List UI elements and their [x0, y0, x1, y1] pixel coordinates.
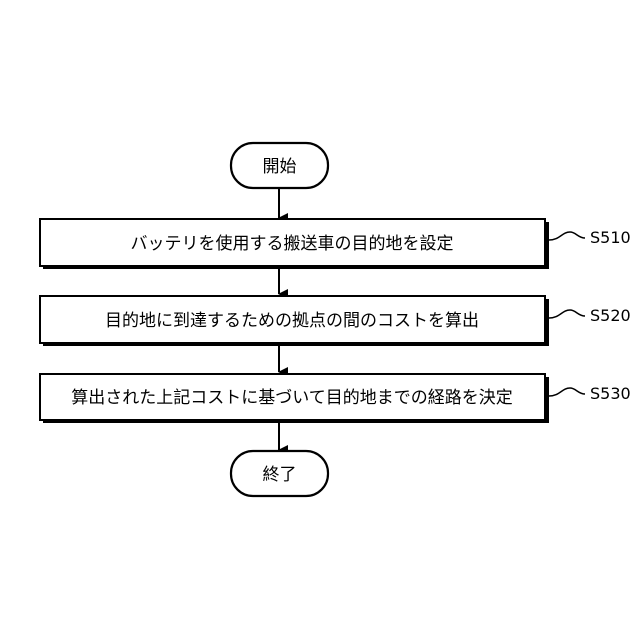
step-s530: 算出された上記コストに基づいて目的地までの経路を決定 S530: [40, 374, 631, 423]
step-s530-shadow-bottom: [43, 420, 549, 423]
step-s510-leader: [549, 232, 585, 240]
start-terminal: 開始: [231, 143, 328, 188]
step-s520-label: S520: [590, 306, 631, 325]
step-s530-text: 算出された上記コストに基づいて目的地までの経路を決定: [71, 388, 513, 408]
start-terminal-label: 開始: [263, 157, 297, 177]
step-s530-label: S530: [590, 384, 631, 403]
step-s510-label: S510: [590, 228, 631, 247]
step-s520-shadow-right: [545, 299, 549, 346]
step-s510: バッテリを使用する搬送車の目的地を設定 S510: [40, 219, 631, 269]
step-s510-shadow-right: [545, 222, 549, 269]
step-s520: 目的地に到達するための拠点の間のコストを算出 S520: [40, 296, 631, 346]
step-s530-leader: [549, 388, 585, 396]
step-s520-leader: [549, 310, 585, 318]
step-s530-shadow-right: [545, 377, 549, 423]
end-terminal-label: 終了: [263, 465, 297, 485]
end-terminal: 終了: [231, 451, 328, 496]
step-s510-shadow-bottom: [43, 266, 549, 269]
step-s520-text: 目的地に到達するための拠点の間のコストを算出: [105, 311, 479, 331]
step-s520-shadow-bottom: [43, 343, 549, 346]
step-s510-text: バッテリを使用する搬送車の目的地を設定: [131, 233, 454, 254]
